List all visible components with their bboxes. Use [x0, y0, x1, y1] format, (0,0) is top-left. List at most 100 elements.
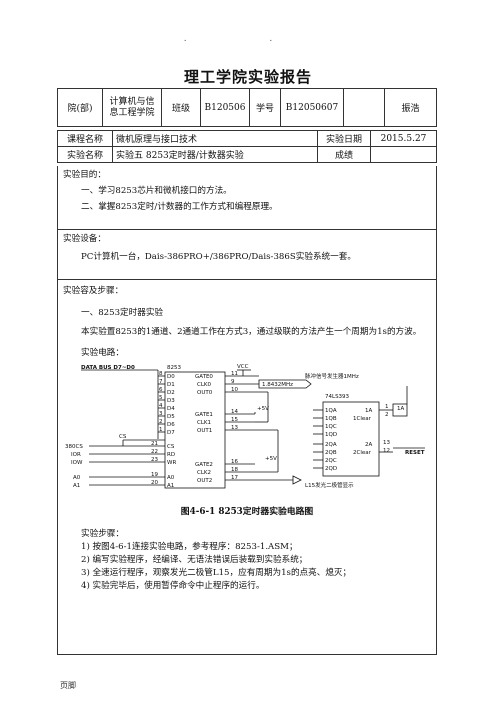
counter-1a: 1A: [365, 408, 372, 414]
step-4: 4) 实验完毕后，使用暂停命令中止程序的运行。: [81, 581, 265, 591]
step-2: 2) 编写实验程序，经编译、无语法错误后装载到实验系统；: [81, 555, 308, 565]
dept-label: 院(部): [57, 88, 103, 127]
ctrl-num-21: 21: [151, 441, 158, 447]
out1-num: 13: [231, 425, 238, 431]
circuit-diagram: DATA BUS D7~D0 8253 D0 D1 D2 D3 D4 D5 D6…: [65, 364, 425, 489]
gate1-label: GATE1: [195, 412, 213, 418]
header-dots: . .: [183, 34, 313, 44]
score-value: [370, 146, 437, 163]
num-12: 12: [383, 448, 390, 454]
counter-2qd: 2QD: [325, 466, 337, 472]
counter-chip-label: 74LS393: [325, 394, 350, 400]
pin-a0: A0: [167, 475, 175, 481]
out2-num: 17: [231, 475, 238, 481]
plus5-label-2: +5V: [265, 456, 277, 462]
num-13: 13: [383, 440, 390, 446]
counter-out-1a: 1A: [397, 406, 404, 412]
purpose-section: 实验目的： 一、学习8253芯片和微机接口的方法。 二、掌握8253定时/计数器…: [57, 166, 437, 230]
equipment-section: 实验设备： PC计算机一台，Dais-386PRO+/386PRO/Dais-3…: [57, 230, 437, 280]
pin-d1: D1: [167, 382, 175, 388]
pin-num-6: 6: [159, 387, 163, 393]
pin-d4: D4: [167, 406, 175, 412]
circuit-label: 实验电路：: [81, 348, 124, 358]
purpose-heading: 实验目的：: [63, 170, 106, 180]
exp-value: 实验五 8253定时器/计数器实验: [112, 146, 318, 163]
pin-d3: D3: [167, 398, 175, 404]
purpose-item-1: 一、学习8253芯片和微机接口的方法。: [81, 186, 232, 196]
led-label: L15发光二极管显示: [305, 481, 354, 489]
class-label: 班级: [161, 88, 201, 127]
step-1: 1) 按图4-6-1连接实验电路，参考程序：8253-1.ASM；: [81, 542, 298, 552]
reset-label: RESET: [405, 450, 425, 456]
out1-label: OUT1: [197, 428, 212, 434]
course-table: 课程名称 微机原理与接口技术 实验日期 2015.5.27 实验名称 实验五 8…: [57, 130, 437, 163]
freq-label: 1.8432MHz: [262, 382, 293, 388]
pin-num-8: 8: [159, 371, 163, 377]
page-footer: 页脚: [60, 681, 76, 690]
out0-num: 10: [231, 387, 238, 393]
counter-2clear: 2Clear: [353, 450, 372, 456]
id-value: B12050607: [280, 88, 344, 127]
counter-2a: 2A: [365, 442, 372, 448]
content-subtitle: 一、8253定时器实验: [81, 308, 164, 318]
gate0-label: GATE0: [195, 374, 213, 380]
clk2-label: CLK2: [197, 470, 211, 476]
course-label: 课程名称: [57, 130, 113, 147]
clk1-label: CLK1: [197, 420, 211, 426]
pin-num-2: 2: [159, 419, 163, 425]
figure-caption: 图4-6-1 8253定时器实验电路图: [180, 507, 314, 517]
info-table: 院(部) 计算机与信息工程学院 班级 B120506 学号 B12050607 …: [57, 88, 437, 127]
pin-d5: D5: [167, 414, 175, 420]
content-section: 实验容及步骤： 一、8253定时器实验 本实验置8253的1通道、2通道工作在方…: [57, 280, 437, 655]
exp-label: 实验名称: [57, 146, 113, 163]
pin-cs: CS: [167, 444, 175, 450]
clk0-label: CLK0: [197, 382, 212, 388]
ctrl-num-23: 23: [151, 457, 158, 463]
counter-1qa: 1QA: [325, 408, 337, 414]
pin-d7: D7: [167, 430, 175, 436]
pin-num-3: 3: [159, 411, 163, 417]
pin-d6: D6: [167, 422, 175, 428]
counter-1clear: 1Clear: [353, 416, 372, 422]
counter-2qc: 2QC: [325, 458, 337, 464]
class-value: B120506: [200, 88, 250, 127]
out2-label: OUT2: [197, 478, 212, 484]
score-label: 成绩: [317, 146, 371, 163]
gate1-num: 14: [231, 409, 238, 415]
ctrl-num-22: 22: [151, 449, 158, 455]
pin-a1: A1: [167, 483, 174, 489]
steps-label: 实验步骤：: [81, 529, 124, 539]
date-label: 实验日期: [317, 130, 371, 147]
pin-num-5: 5: [159, 395, 163, 401]
equipment-heading: 实验设备：: [63, 234, 106, 244]
equipment-text: PC计算机一台，Dais-386PRO+/386PRO/Dais-386S实验系…: [81, 252, 356, 262]
purpose-item-2: 二、掌握8253定时/计数器的工作方式和编程原理。: [81, 202, 278, 212]
dept-value: 计算机与信息工程学院: [102, 88, 162, 127]
num-1: 1: [385, 404, 389, 410]
ctrl-left-a1: A1: [73, 483, 80, 489]
ctrl-num-19: 19: [151, 472, 158, 478]
gate2-label: GATE2: [195, 462, 213, 468]
ctrl-left-380cs: 380CS: [65, 444, 83, 450]
course-value: 微机原理与接口技术: [112, 130, 318, 147]
name-blank: [343, 88, 385, 127]
clk1-num: 15: [231, 417, 238, 423]
out0-label: OUT0: [197, 390, 213, 396]
step-3: 3) 全速运行程序，观察发光二极管L15，应有周期为1s的点亮、熄灭；: [81, 568, 352, 578]
date-value: 2015.5.27: [370, 130, 437, 147]
pin-num-4: 4: [159, 403, 163, 409]
chip-label: 8253: [167, 365, 181, 371]
id-label: 学号: [249, 88, 281, 127]
vcc-label: VCC: [237, 364, 249, 370]
pin-d0: D0: [167, 374, 175, 380]
pin-num-1: 1: [159, 427, 163, 433]
content-heading: 实验容及步骤：: [63, 286, 124, 296]
pin-wr: WR: [167, 460, 176, 466]
gate0-num: 11: [231, 371, 238, 377]
ctrl-left-ior: IOR: [71, 452, 81, 458]
clk2-num: 18: [231, 467, 238, 473]
plus5-label-1: +5V: [257, 406, 269, 412]
clk0-num: 9: [231, 379, 235, 385]
pin-d2: D2: [167, 390, 175, 396]
ctrl-num-20: 20: [151, 480, 158, 486]
